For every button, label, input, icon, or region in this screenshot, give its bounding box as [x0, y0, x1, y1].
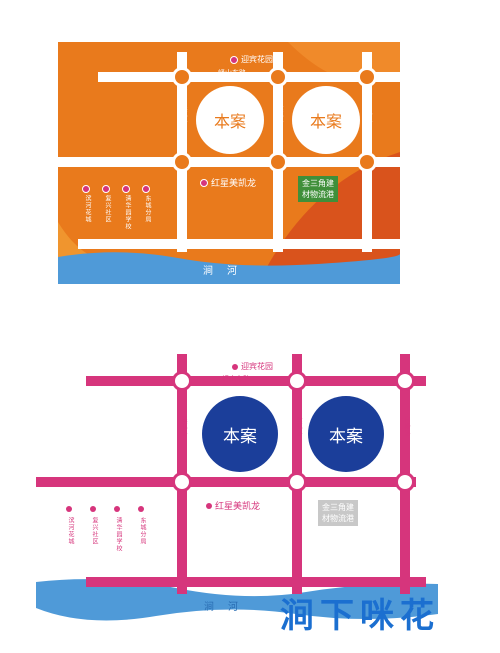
logistics-box: 金三角建材物流港 [298, 176, 338, 202]
poi-yingbin: 迎宾花园 [232, 361, 273, 372]
road-xishan-east [98, 72, 400, 82]
road-xishan-east [86, 376, 426, 386]
label-road-baiyang: 白杨路 [365, 104, 372, 125]
label-dongcheng: 东城分局 [144, 195, 151, 223]
location-dot-icon [138, 506, 144, 512]
label-road-guoguo: 虢国路 [213, 158, 234, 166]
road-guoguo [58, 157, 400, 167]
junction-ring [357, 152, 377, 172]
project-marker-left[interactable]: 本案 [196, 86, 264, 154]
junction-ring [287, 371, 307, 391]
label-road-xishan: 峄山东路 [222, 375, 250, 383]
location-dot-icon [200, 178, 208, 187]
label-road-jinhua: 金花路 [295, 416, 302, 437]
location-dot-icon [82, 185, 90, 193]
location-dot-icon [114, 506, 120, 512]
road-hetang [86, 577, 426, 587]
pink-map-panel: 本案 本案 迎宾花园 峄山东路 虢国路 河塘路 银花路 金花路 白杨路 红星美凯… [36, 352, 438, 632]
project-marker-right[interactable]: 本案 [308, 396, 384, 472]
label-road-hetang: 河塘路 [228, 577, 249, 585]
road-guoguo [36, 477, 416, 487]
label-fuxing: 复兴社区 [91, 517, 98, 545]
label-qinghua: 清华园学校 [115, 517, 122, 552]
road-hetang [78, 239, 400, 249]
location-dot-icon [122, 185, 130, 193]
junction-ring [395, 371, 415, 391]
river-shape [36, 579, 438, 621]
location-dot-icon [66, 506, 72, 512]
label-road-jinhua: 金花路 [276, 104, 283, 125]
junction-ring [172, 472, 192, 492]
location-dot-icon [90, 506, 96, 512]
project-marker-left[interactable]: 本案 [202, 396, 278, 472]
location-dot-icon [102, 185, 110, 193]
location-dot-icon [230, 55, 238, 64]
label-dongcheng: 东城分局 [139, 517, 146, 545]
label-qinghua: 清华园学校 [124, 195, 131, 230]
label-fuxing: 复兴社区 [104, 195, 111, 223]
junction-ring [268, 152, 288, 172]
watermark-text: 涧下咪花 [280, 596, 440, 636]
label-road-baiyang: 白杨路 [403, 416, 410, 437]
location-dot-icon [206, 502, 212, 509]
label-road-hetang: 河塘路 [208, 239, 229, 247]
label-river: 涧 河 [203, 266, 239, 277]
label-road-yinghua: 银花路 [180, 104, 187, 125]
label-binhe: 滨河花城 [84, 195, 91, 223]
poi-hongxing: 红星美凯龙 [200, 176, 256, 189]
location-dot-icon [142, 185, 150, 193]
orange-map-panel: 本案 本案 迎宾花园 峄山东路 虢国路 河塘路 银花路 金花路 白杨路 红星美凯… [58, 42, 400, 284]
junction-ring [268, 67, 288, 87]
label-road-yinghua: 银花路 [180, 416, 187, 437]
label-road-guoguo: 虢国路 [222, 477, 243, 485]
junction-ring [357, 67, 377, 87]
project-marker-right[interactable]: 本案 [292, 86, 360, 154]
junction-ring [172, 152, 192, 172]
junction-ring [172, 67, 192, 87]
poi-yingbin: 迎宾花园 [230, 54, 273, 65]
logistics-box: 金三角建材物流港 [318, 500, 358, 526]
label-road-xishan: 峄山东路 [218, 69, 246, 77]
junction-ring [172, 371, 192, 391]
poi-hongxing: 红星美凯龙 [206, 499, 260, 512]
location-dot-icon [232, 363, 238, 370]
junction-ring [287, 472, 307, 492]
label-binhe: 滨河花城 [67, 517, 74, 545]
label-river: 涧 河 [204, 602, 240, 613]
junction-ring [395, 472, 415, 492]
